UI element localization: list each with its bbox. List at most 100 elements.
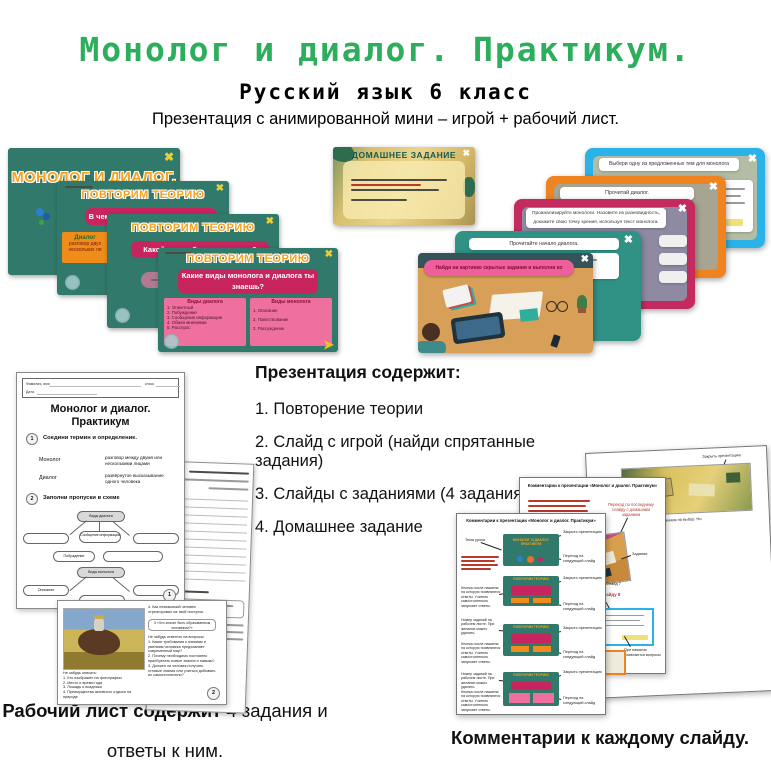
homework-text-line — [351, 189, 439, 191]
questions-note-label: При нажатии появляются вопросы — [624, 648, 661, 657]
number-note-label: Номер заданий на рабочем листе. При жела… — [461, 618, 495, 636]
scheme-root: Виды монолога — [77, 567, 125, 578]
thumb-dot — [517, 556, 523, 562]
slide-title: ПОВТОРИМ ТЕОРИЮ — [131, 222, 255, 234]
list-box — [659, 253, 687, 265]
next-note-label: Переход на следующий слайд — [563, 554, 596, 563]
answer-item: 3. Должен ли человек получать готовые зн… — [148, 663, 216, 678]
comments-page-front: Комментарии к презентации «Монолог и диа… — [456, 513, 606, 715]
answer-button[interactable] — [164, 334, 179, 349]
horse-photo — [63, 608, 145, 670]
close-icon[interactable]: ✖ — [462, 148, 470, 158]
slide-title: ПОВТОРИМ ТЕОРИЮ — [186, 253, 310, 265]
close-icon[interactable]: ✖ — [265, 216, 274, 227]
list-box — [659, 271, 687, 283]
thumb-dot — [527, 556, 534, 563]
page-title: Монолог и диалог. Практикум. — [79, 30, 692, 69]
panel-item: 2. Повествование — [253, 317, 289, 322]
def-monolog: разговор между двумя или несколькими лиц… — [105, 455, 163, 466]
name-label: Фамилия, имя — [26, 382, 50, 386]
close-icon[interactable]: ✖ — [215, 183, 224, 194]
slide-title: ДОМАШНЕЕ ЗАДАНИЕ — [351, 150, 457, 160]
contents-item: 2. Слайд с игрой (найди спрятанные задан… — [255, 433, 536, 470]
panel-item: 1. Описание — [253, 308, 278, 313]
worksheet-title-line1: Монолог и диалог. — [50, 403, 151, 415]
red-note-line — [461, 556, 499, 558]
panel-item: 3. Сообщение информации — [167, 315, 223, 320]
close-icon[interactable]: ✖ — [324, 249, 333, 260]
close-note-label: Закрыть презентацию — [563, 626, 602, 630]
scheme-blank[interactable] — [133, 585, 179, 596]
name-fill-line[interactable] — [49, 386, 141, 387]
worksheet-page-1: Фамилия, имя класс Дата Монолог и диалог… — [16, 372, 185, 609]
thumb-panel — [533, 693, 554, 703]
slide-thumbnail-4: ПОВТОРИМ ТЕОРИЮ — [503, 672, 559, 706]
sticky-note-illustration — [519, 308, 539, 322]
class-fill-line[interactable] — [156, 386, 180, 387]
text-line — [208, 487, 249, 491]
scheme-node: Побуждение — [53, 551, 95, 562]
thumb-question-box — [511, 586, 551, 595]
answer-button[interactable] — [115, 308, 130, 323]
close-icon[interactable]: ✖ — [623, 234, 633, 246]
thumb-question-box — [511, 634, 551, 643]
scheme-blank[interactable] — [103, 551, 163, 562]
close-icon[interactable]: ✖ — [163, 150, 174, 164]
answer-item: 2. Почему необходимо постоянно приобрета… — [148, 654, 215, 663]
glasses-icon — [557, 301, 568, 312]
contents-item: 4. Домашнее задание — [255, 518, 423, 536]
horse-illustration — [78, 629, 120, 655]
class-label: класс — [145, 382, 155, 386]
thumb-bar — [533, 646, 551, 652]
term-monolog: Монолог — [39, 457, 61, 463]
thumb-title: ПОВТОРИМ ТЕОРИЮ — [513, 577, 549, 581]
scheme-blank[interactable] — [133, 533, 179, 544]
describe-title: Не забудь описать: — [63, 671, 97, 675]
panel-item: 2. Побуждение — [167, 310, 197, 315]
thumb-bar — [533, 598, 551, 603]
phone-illustration — [550, 334, 561, 348]
text-line — [178, 478, 249, 483]
next-note-label: Переход на следующий слайд — [563, 696, 596, 705]
thumb-bar — [511, 646, 529, 652]
thumb-dot — [538, 557, 543, 562]
questions-column: 4. Как незнакомый человек отреагировал н… — [148, 605, 220, 677]
answer-button[interactable] — [65, 275, 80, 290]
contents-title: Презентация содержит: — [255, 362, 461, 382]
worksheet-caption-line2: ответы к ним. — [106, 740, 224, 761]
task-text-box: Прочитайте начало диалога. — [469, 238, 619, 250]
close-icon[interactable]: ✖ — [747, 153, 757, 165]
worksheet-caption-normal: 4 задания и — [221, 700, 328, 721]
task-text-box: Выбери одну из предложенных тем для моно… — [599, 158, 739, 171]
scheme-blank[interactable] — [23, 533, 69, 544]
rider-illustration — [94, 617, 104, 631]
red-note-line — [461, 568, 491, 570]
page-description: Презентация с анимированной мини – игрой… — [152, 110, 619, 128]
close-icon[interactable]: ✖ — [708, 181, 718, 193]
describe-list: Не забудь описать: 1. Кто изображён на ф… — [63, 671, 143, 700]
button-note-label: Кнопка после нажатия на которую появляют… — [461, 642, 501, 664]
term-dialog: Диалог — [39, 475, 57, 481]
date-fill-line[interactable] — [37, 394, 97, 395]
close-icon[interactable]: ✖ — [580, 254, 589, 265]
panel-title: Виды диалога — [187, 299, 223, 305]
panel-title: Виды монолога — [271, 299, 311, 305]
game-banner: Найди на картинке скрытые задания и выпо… — [424, 260, 574, 276]
home-jump-label: Переход по последнему слайду с домашним … — [608, 502, 654, 518]
close-icon[interactable]: ✖ — [677, 203, 687, 215]
task1-label: Соедини термин и определение. — [43, 435, 137, 441]
answer-title: Не забудь ответить на вопросы: — [148, 635, 205, 639]
monolog-types-panel: Виды монолога 1. Описание 2. Повествован… — [250, 298, 332, 346]
describe-item: 1. Кто изображён на фотографии — [63, 675, 122, 680]
button-note-label: Кнопка после нажатия на которую появляют… — [461, 586, 501, 608]
text-line — [600, 620, 640, 622]
def-dialog: развёрнутое высказывание одного человека — [105, 473, 164, 484]
close-note-label: Закрыть презентацию — [563, 576, 602, 580]
thumb-title: ПРАКТИКУМ — [520, 541, 542, 546]
zadaniya-label: Задания — [632, 551, 648, 556]
rider-hat — [93, 615, 105, 619]
next-slide-arrow[interactable]: ➤ — [323, 337, 334, 352]
red-note-line — [461, 560, 495, 562]
homework-slide: ✖ ДОМАШНЕЕ ЗАДАНИЕ — [333, 147, 475, 225]
thumb-question-box — [511, 682, 551, 690]
